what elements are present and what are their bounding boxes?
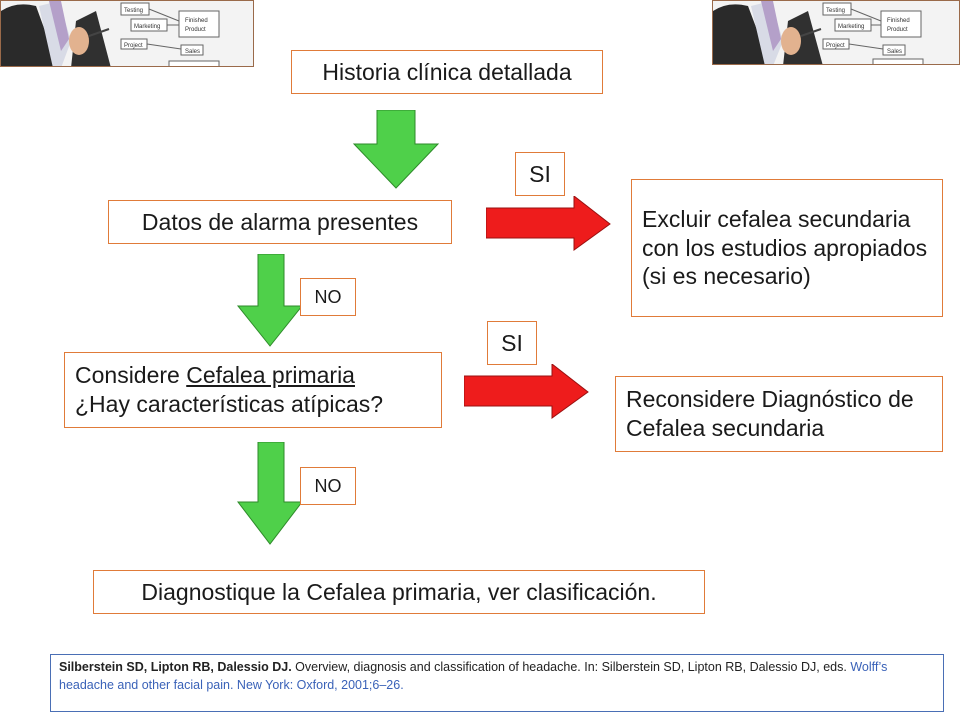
node-datos-alarma: Datos de alarma presentes <box>108 200 452 244</box>
photo-left-sales: Sales <box>185 49 200 55</box>
reference-citation: Silberstein SD, Lipton RB, Dalessio DJ. … <box>50 654 944 712</box>
node-excluir-cefalea: Excluir cefalea secundaria con los estud… <box>631 179 943 317</box>
node-historia-clinica: Historia clínica detallada <box>291 50 603 94</box>
arrow-down-2 <box>236 254 304 347</box>
node-historia-clinica-text: Historia clínica detallada <box>322 58 572 85</box>
label-no-2-text: NO <box>314 475 342 496</box>
photo-right-marketing: Marketing <box>838 24 864 30</box>
photo-left-finished: Finished <box>185 18 208 24</box>
reference-text: Overview, diagnosis and classification o… <box>291 660 851 674</box>
arrow-down-1 <box>352 110 440 189</box>
label-no-2: NO <box>300 467 356 505</box>
photo-right-image: Testing Marketing Finished Product Proje… <box>713 1 959 64</box>
arrow-right-1 <box>486 196 611 251</box>
node-considere-prefix: Considere <box>75 362 187 389</box>
node-atipicas-question: ¿Hay características atípicas? <box>75 391 384 417</box>
node-considere-line-1: Considere Cefalea primaria <box>75 361 431 390</box>
photo-left-image: Testing Marketing Finished Product Proje… <box>1 1 253 66</box>
photo-right-sales: Sales <box>887 49 902 55</box>
label-si-1: SI <box>515 152 565 196</box>
photo-left-project: Project <box>124 43 143 49</box>
photo-right-product: Product <box>887 27 908 33</box>
label-si-1-text: SI <box>529 160 551 187</box>
node-diagnostique-text: Diagnostique la Cefalea primaria, ver cl… <box>141 578 657 605</box>
photo-right-project: Project <box>826 43 845 49</box>
photo-left-marketing: Marketing <box>134 24 160 30</box>
label-no-1-text: NO <box>314 286 342 307</box>
label-si-2-text: SI <box>501 329 523 356</box>
node-excluir-cefalea-text: Excluir cefalea secundaria con los estud… <box>642 205 928 290</box>
node-reconsidere-text: Reconsidere Diagnóstico de Cefalea secun… <box>626 386 914 441</box>
photo-right: Testing Marketing Finished Product Proje… <box>712 0 960 65</box>
photo-left-product: Product <box>185 27 206 33</box>
arrow-down-3 <box>236 442 304 545</box>
node-reconsidere-diagnostico: Reconsidere Diagnóstico de Cefalea secun… <box>615 376 943 452</box>
reference-book: Wolff’s headache and other facial pain. … <box>59 660 888 693</box>
label-no-1: NO <box>300 278 356 316</box>
label-si-2: SI <box>487 321 537 365</box>
cefalea-primaria-link[interactable]: Cefalea primaria <box>186 362 355 389</box>
photo-left: Testing Marketing Finished Product Proje… <box>0 0 254 67</box>
reference-authors: Silberstein SD, Lipton RB, Dalessio DJ. <box>59 660 292 674</box>
arrow-right-2 <box>464 364 589 419</box>
node-datos-alarma-text: Datos de alarma presentes <box>141 208 419 235</box>
node-considere-cefalea: Considere Cefalea primaria ¿Hay caracter… <box>64 352 442 428</box>
photo-right-testing: Testing <box>826 8 845 14</box>
photo-right-finished: Finished <box>887 18 910 24</box>
node-diagnostique-cefalea: Diagnostique la Cefalea primaria, ver cl… <box>93 570 705 614</box>
photo-left-testing: Testing <box>124 8 143 14</box>
